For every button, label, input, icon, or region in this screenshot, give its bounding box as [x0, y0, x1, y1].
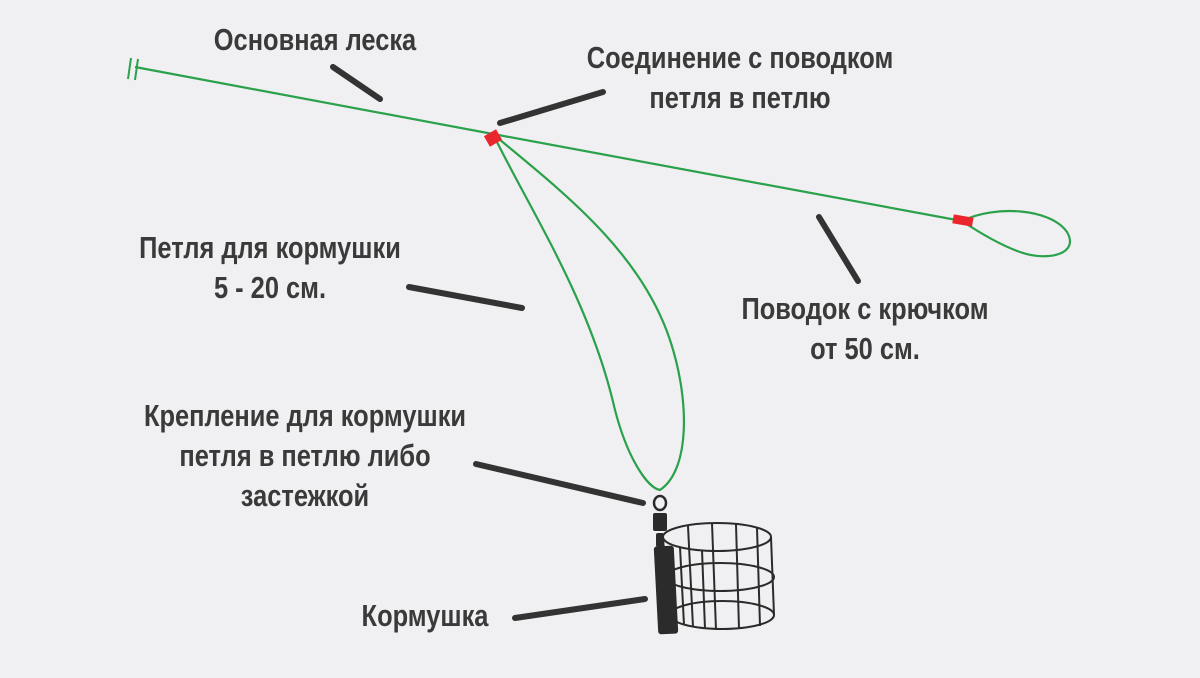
label-main-line: Основная леска — [188, 20, 442, 60]
feeder-cage — [662, 522, 775, 631]
swivel-body — [653, 513, 667, 531]
hook-loop — [959, 209, 1071, 258]
pointer-connection — [497, 89, 606, 126]
leader-knot — [952, 214, 974, 227]
label-connection-line1: Соединение с поводком — [586, 40, 894, 75]
pointer-leader — [816, 214, 861, 284]
label-attachment-line1: Крепление для кормушки — [143, 398, 467, 433]
pointer-attachment — [473, 461, 646, 506]
connection-knot — [483, 129, 503, 147]
line-end-mark — [134, 58, 139, 81]
label-attachment: Крепление для кормушки петля в петлю либ… — [121, 396, 490, 516]
label-attachment-line3: застежкой — [240, 478, 370, 513]
label-feeder-text: Кормушка — [361, 598, 489, 633]
label-feeder-loop: Петля для кормушки 5 - 20 см. — [122, 228, 417, 308]
label-main-line-text: Основная леска — [213, 22, 417, 57]
pointer-main-line — [330, 64, 383, 102]
line-end-mark — [127, 57, 132, 80]
swivel-ring — [652, 494, 668, 512]
label-feeder-loop-line2: 5 - 20 см. — [213, 270, 327, 305]
feeder-weight — [653, 545, 679, 635]
label-connection: Соединение с поводком петля в петлю — [560, 38, 921, 118]
label-feeder: Кормушка — [347, 596, 503, 636]
label-leader: Поводок с крючком от 50 см. — [722, 289, 1009, 369]
label-leader-line2: от 50 см. — [810, 331, 920, 366]
label-attachment-line2: петля в петлю либо — [179, 438, 431, 473]
swivel-sleeve — [656, 533, 664, 547]
label-feeder-loop-line1: Петля для кормушки — [139, 230, 401, 265]
label-leader-line1: Поводок с крючком — [741, 291, 989, 326]
pointer-feeder-loop — [406, 284, 525, 311]
pointer-feeder — [512, 596, 648, 621]
leader-line — [492, 132, 963, 223]
main-line — [134, 65, 494, 136]
feeder-loop — [492, 133, 686, 492]
label-connection-line2: петля в петлю — [649, 80, 831, 115]
